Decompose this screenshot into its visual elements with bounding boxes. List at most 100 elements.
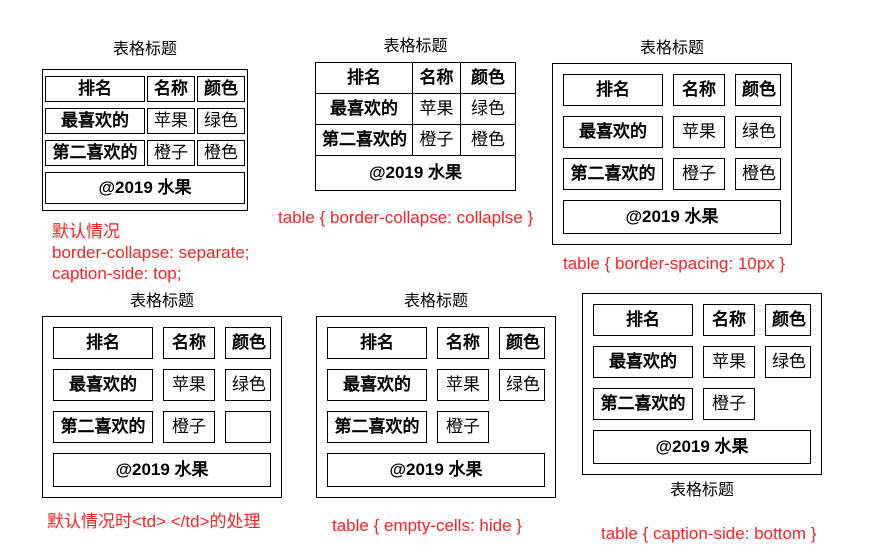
table-demo-border-spacing: 表格标题 排名 名称 颜色 最喜欢的 苹果 绿色 第二喜欢的 橙子 橙色 @20… bbox=[552, 39, 792, 245]
table-caption: 表格标题 bbox=[112, 41, 177, 58]
cell-apple: 苹果 bbox=[147, 108, 195, 134]
row-header-second-favorite: 第二喜欢的 bbox=[315, 124, 413, 156]
table-row: 第二喜欢的 橙子 bbox=[327, 411, 545, 443]
header-cell-color: 颜色 bbox=[225, 327, 271, 359]
header-cell-color: 颜色 bbox=[197, 76, 245, 102]
table-header-row: 排名 名称 颜色 bbox=[563, 74, 781, 106]
header-cell-name: 名称 bbox=[673, 74, 725, 106]
css-note-caption-bottom: table { caption-side: bottom } bbox=[601, 523, 816, 544]
cell-empty bbox=[765, 388, 811, 420]
row-header-second-favorite: 第二喜欢的 bbox=[45, 140, 145, 166]
cell-orange-fruit: 橙子 bbox=[703, 388, 755, 420]
header-cell-name: 名称 bbox=[437, 327, 489, 359]
row-header-second-favorite: 第二喜欢的 bbox=[593, 388, 693, 420]
table-footer-row: @2019 水果 bbox=[53, 453, 271, 487]
cell-apple: 苹果 bbox=[703, 346, 755, 378]
css-note-line: 默认情况时<td> </td>的处理 bbox=[47, 512, 261, 531]
table-demo-empty-cells-hide: 表格标题 排名 名称 颜色 最喜欢的 苹果 绿色 第二喜欢的 橙子 @2019 … bbox=[316, 292, 556, 498]
header-cell-rank: 排名 bbox=[53, 327, 153, 359]
table-footer-cell: @2019 水果 bbox=[53, 453, 271, 487]
header-cell-rank: 排名 bbox=[315, 62, 413, 94]
table-footer-row: @2019 水果 bbox=[563, 200, 781, 234]
demo-table-empty-cells-hide: 表格标题 排名 名称 颜色 最喜欢的 苹果 绿色 第二喜欢的 橙子 @2019 … bbox=[316, 292, 556, 498]
table-row: 第二喜欢的 橙子 橙色 bbox=[315, 124, 516, 156]
demo-table-border-spacing: 表格标题 排名 名称 颜色 最喜欢的 苹果 绿色 第二喜欢的 橙子 橙色 @20… bbox=[552, 39, 792, 245]
row-header-second-favorite: 第二喜欢的 bbox=[53, 411, 153, 443]
cell-orange-fruit: 橙子 bbox=[437, 411, 489, 443]
cell-green: 绿色 bbox=[197, 108, 245, 134]
table-header-row: 排名 名称 颜色 bbox=[593, 304, 811, 336]
cell-apple: 苹果 bbox=[163, 369, 215, 401]
table-demo-caption-bottom: 表格标题 排名 名称 颜色 最喜欢的 苹果 绿色 第二喜欢的 橙子 @2019 … bbox=[582, 293, 822, 501]
row-header-favorite: 最喜欢的 bbox=[327, 369, 427, 401]
cell-orange-color: 橙色 bbox=[197, 140, 245, 166]
cell-orange-fruit: 橙子 bbox=[412, 124, 461, 156]
row-header-favorite: 最喜欢的 bbox=[593, 346, 693, 378]
demo-table-border-collapse: 表格标题 排名 名称 颜色 最喜欢的 苹果 绿色 第二喜欢的 橙子 橙色 @20… bbox=[315, 37, 516, 191]
row-header-favorite: 最喜欢的 bbox=[53, 369, 153, 401]
table-caption: 表格标题 bbox=[403, 293, 468, 310]
cell-apple: 苹果 bbox=[437, 369, 489, 401]
cell-orange-fruit: 橙子 bbox=[673, 158, 725, 190]
table-footer-cell: @2019 水果 bbox=[593, 430, 811, 464]
row-header-favorite: 最喜欢的 bbox=[45, 108, 145, 134]
css-note-line: table { border-collapse: collaplse } bbox=[278, 208, 534, 227]
css-note-line: 默认情况 bbox=[52, 222, 120, 241]
table-row: 最喜欢的 苹果 绿色 bbox=[327, 369, 545, 401]
table-demo-default: 表格标题 排名 名称 颜色 最喜欢的 苹果 绿色 第二喜欢的 橙子 橙色 @20… bbox=[42, 40, 248, 211]
cell-green: 绿色 bbox=[765, 346, 811, 378]
cell-orange-color: 橙色 bbox=[460, 124, 516, 156]
demo-table-empty-cells-default: 表格标题 排名 名称 颜色 最喜欢的 苹果 绿色 第二喜欢的 橙子 @2019 … bbox=[42, 292, 282, 498]
header-cell-rank: 排名 bbox=[327, 327, 427, 359]
table-header-row: 排名 名称 颜色 bbox=[327, 327, 545, 359]
table-caption: 表格标题 bbox=[129, 293, 194, 310]
cell-orange-fruit: 橙子 bbox=[163, 411, 215, 443]
header-cell-color: 颜色 bbox=[499, 327, 545, 359]
demo-table-default: 表格标题 排名 名称 颜色 最喜欢的 苹果 绿色 第二喜欢的 橙子 橙色 @20… bbox=[42, 40, 248, 211]
css-note-line: table { empty-cells: hide } bbox=[332, 516, 522, 535]
cell-green: 绿色 bbox=[225, 369, 271, 401]
table-footer-row: @2019 水果 bbox=[593, 430, 811, 464]
table-demo-empty-cells-default: 表格标题 排名 名称 颜色 最喜欢的 苹果 绿色 第二喜欢的 橙子 @2019 … bbox=[42, 292, 282, 498]
table-caption: 表格标题 bbox=[639, 40, 704, 57]
table-caption: 表格标题 bbox=[383, 38, 448, 55]
row-header-favorite: 最喜欢的 bbox=[315, 93, 413, 125]
table-row: 最喜欢的 苹果 绿色 bbox=[53, 369, 271, 401]
header-cell-rank: 排名 bbox=[45, 76, 145, 102]
row-header-favorite: 最喜欢的 bbox=[563, 116, 663, 148]
table-footer-cell: @2019 水果 bbox=[327, 453, 545, 487]
table-header-row: 排名 名称 颜色 bbox=[45, 76, 245, 102]
cell-green: 绿色 bbox=[735, 116, 781, 148]
table-row: 最喜欢的 苹果 绿色 bbox=[593, 346, 811, 378]
css-note-line: caption-side: top; bbox=[52, 264, 182, 283]
cell-green: 绿色 bbox=[499, 369, 545, 401]
header-cell-color: 颜色 bbox=[460, 62, 516, 94]
table-header-row: 排名 名称 颜色 bbox=[53, 327, 271, 359]
css-note-line: border-collapse: separate; bbox=[52, 243, 250, 262]
cell-empty bbox=[499, 411, 545, 443]
header-cell-rank: 排名 bbox=[593, 304, 693, 336]
table-footer-row: @2019 水果 bbox=[327, 453, 545, 487]
cell-empty bbox=[225, 411, 271, 443]
row-header-second-favorite: 第二喜欢的 bbox=[563, 158, 663, 190]
css-note-line: table { border-spacing: 10px } bbox=[563, 254, 786, 273]
header-cell-rank: 排名 bbox=[563, 74, 663, 106]
row-header-second-favorite: 第二喜欢的 bbox=[327, 411, 427, 443]
demo-table-caption-bottom: 表格标题 排名 名称 颜色 最喜欢的 苹果 绿色 第二喜欢的 橙子 @2019 … bbox=[582, 293, 822, 501]
table-footer-cell: @2019 水果 bbox=[563, 200, 781, 234]
header-cell-name: 名称 bbox=[703, 304, 755, 336]
table-footer-row: @2019 水果 bbox=[315, 155, 516, 191]
css-note-border-spacing: table { border-spacing: 10px } bbox=[563, 253, 785, 274]
cell-orange-fruit: 橙子 bbox=[147, 140, 195, 166]
table-row: 最喜欢的 苹果 绿色 bbox=[45, 108, 245, 134]
table-row: 最喜欢的 苹果 绿色 bbox=[563, 116, 781, 148]
header-cell-name: 名称 bbox=[412, 62, 461, 94]
table-footer-row: @2019 水果 bbox=[45, 172, 245, 204]
css-note-border-collapse: table { border-collapse: collaplse } bbox=[278, 207, 533, 228]
cell-green: 绿色 bbox=[460, 93, 516, 125]
table-row: 第二喜欢的 橙子 bbox=[53, 411, 271, 443]
css-note-empty-cells-default: 默认情况时<td> </td>的处理 bbox=[47, 511, 261, 532]
css-note-line: table { caption-side: bottom } bbox=[601, 524, 817, 543]
cell-apple: 苹果 bbox=[412, 93, 461, 125]
